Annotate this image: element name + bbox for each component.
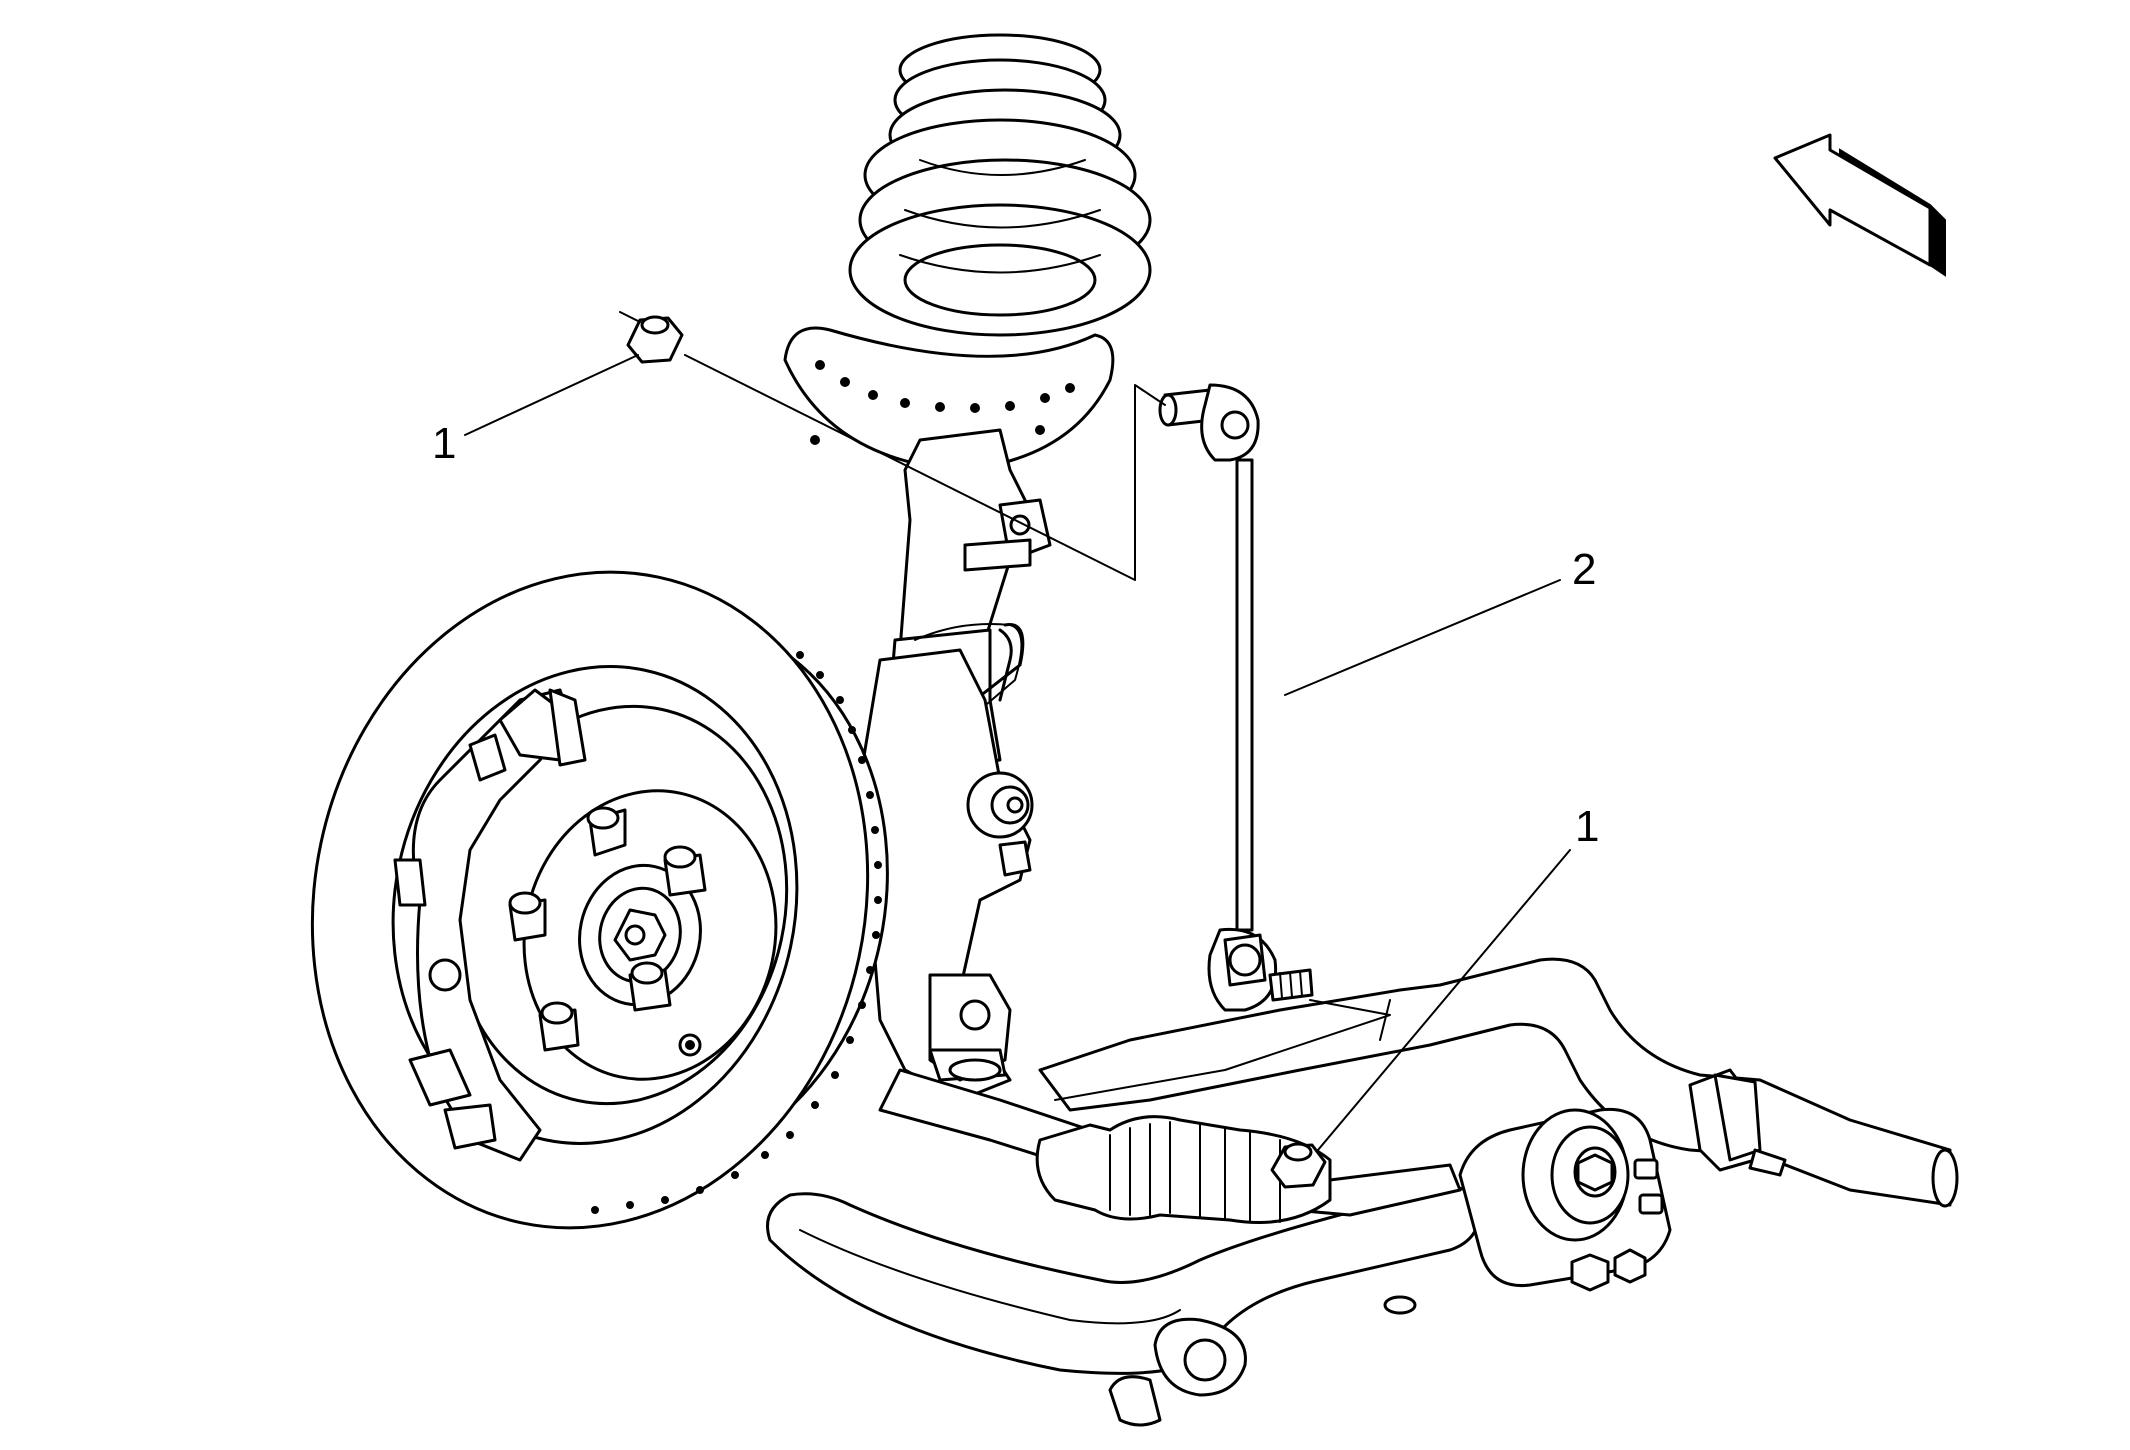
installation-guide-lines — [619, 311, 1391, 1101]
callout-1-upper: 1 — [432, 419, 457, 468]
callout-1-lower: 1 — [1575, 802, 1600, 851]
coil-spring — [783, 33, 1152, 472]
stabilizer-shaft — [1038, 957, 1959, 1208]
stabilizer-link-nut-lower — [1270, 1142, 1327, 1189]
stabilizer-link — [1158, 383, 1314, 1012]
brake-caliper — [393, 688, 587, 1162]
steering-knuckle — [858, 648, 1034, 1102]
wheel-hub — [522, 789, 778, 1081]
front-direction-arrow-icon — [1773, 133, 1946, 277]
callout-leaders — [464, 354, 1571, 1151]
stabilizer-link-nut-upper — [626, 315, 684, 364]
lower-control-arm — [766, 1068, 1672, 1427]
wheel-studs — [508, 806, 707, 1052]
callout-2: 2 — [1572, 545, 1597, 594]
